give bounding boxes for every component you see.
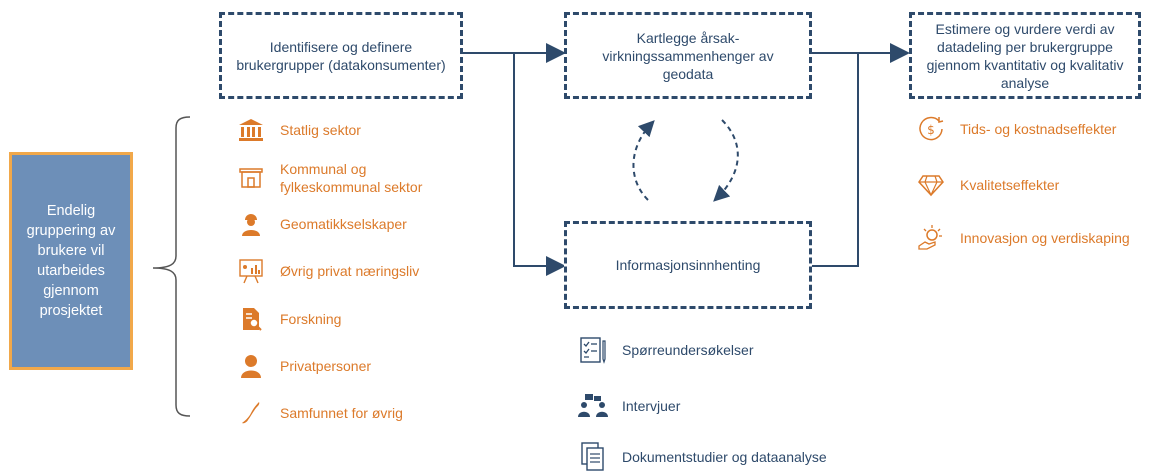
cycle-arrow-down	[713, 119, 739, 202]
interview-icon	[576, 391, 610, 421]
diamond-icon	[914, 170, 948, 200]
step-identify-label: Identifisere og definere brukergrupper (…	[236, 38, 446, 73]
lightbulb-icon	[914, 223, 948, 253]
arrow-identify-to-collect	[513, 53, 566, 276]
svg-text:$: $	[927, 123, 935, 137]
cycle-arrow-up	[632, 120, 655, 201]
government-building-icon	[234, 115, 268, 145]
effect-item: $ Tids- og kostnadseffekter	[914, 114, 1116, 144]
step-map-box: Kartlegge årsak-virkningssammenhenger av…	[564, 12, 812, 99]
effect-item: Kvalitetseffekter	[914, 170, 1059, 200]
presentation-board-icon	[234, 256, 268, 286]
engineer-icon	[234, 209, 268, 239]
norway-map-icon	[234, 398, 268, 428]
step-collect-label: Informasjonsinnhenting	[615, 257, 761, 273]
method-item: Spørreundersøkelser	[576, 335, 754, 365]
effect-label: Tids- og kostnadseffekter	[960, 121, 1117, 137]
effect-label: Innovasjon og verdiskaping	[960, 230, 1130, 246]
user-group-item: Forskning	[234, 304, 341, 334]
municipal-building-icon	[234, 163, 268, 193]
research-document-icon	[234, 304, 268, 334]
effect-item: Innovasjon og verdiskaping	[914, 223, 1130, 253]
time-money-icon: $	[914, 114, 948, 144]
step-estimate-label: Estimere og vurdere verdi av datadeling …	[926, 20, 1124, 91]
step-collect-box: Informasjonsinnhenting	[564, 221, 812, 309]
user-group-label: Forskning	[280, 311, 342, 327]
user-group-label: Kommunal og fylkeskommunal sektor	[280, 161, 423, 195]
grouping-brace	[152, 116, 191, 417]
effect-label: Kvalitetseffekter	[960, 177, 1060, 193]
user-group-item: Øvrig privat næringsliv	[234, 256, 419, 286]
method-item: Dokumentstudier og dataanalyse	[576, 442, 827, 472]
step-identify-box: Identifisere og definere brukergrupper (…	[219, 12, 463, 99]
method-label: Spørreundersøkelser	[622, 342, 754, 358]
grouping-note-text: Endelig gruppering av brukere vil utarbe…	[26, 203, 116, 319]
documents-icon	[576, 442, 610, 472]
user-group-label: Geomatikkselskaper	[280, 216, 407, 232]
user-group-label: Privatpersoner	[280, 358, 372, 374]
user-group-label: Øvrig privat næringsliv	[280, 263, 420, 279]
method-label: Intervjuer	[622, 398, 681, 414]
user-group-item: Kommunal og fylkeskommunal sektor	[234, 160, 440, 196]
user-group-label: Samfunnet for øvrig	[280, 405, 403, 421]
user-group-item: Samfunnet for øvrig	[234, 398, 403, 428]
person-icon	[234, 351, 268, 381]
user-group-item: Geomatikkselskaper	[234, 209, 407, 239]
method-label: Dokumentstudier og dataanalyse	[622, 449, 827, 465]
line-collect-to-estimate	[812, 53, 859, 267]
step-map-label: Kartlegge årsak-virkningssammenhenger av…	[602, 29, 774, 82]
method-item: Intervjuer	[576, 391, 680, 421]
step-estimate-box: Estimere og vurdere verdi av datadeling …	[909, 12, 1141, 99]
user-group-item: Statlig sektor	[234, 115, 361, 145]
grouping-note-box: Endelig gruppering av brukere vil utarbe…	[9, 152, 133, 370]
user-group-item: Privatpersoner	[234, 351, 371, 381]
survey-checklist-icon	[576, 335, 610, 365]
user-group-label: Statlig sektor	[280, 122, 361, 138]
